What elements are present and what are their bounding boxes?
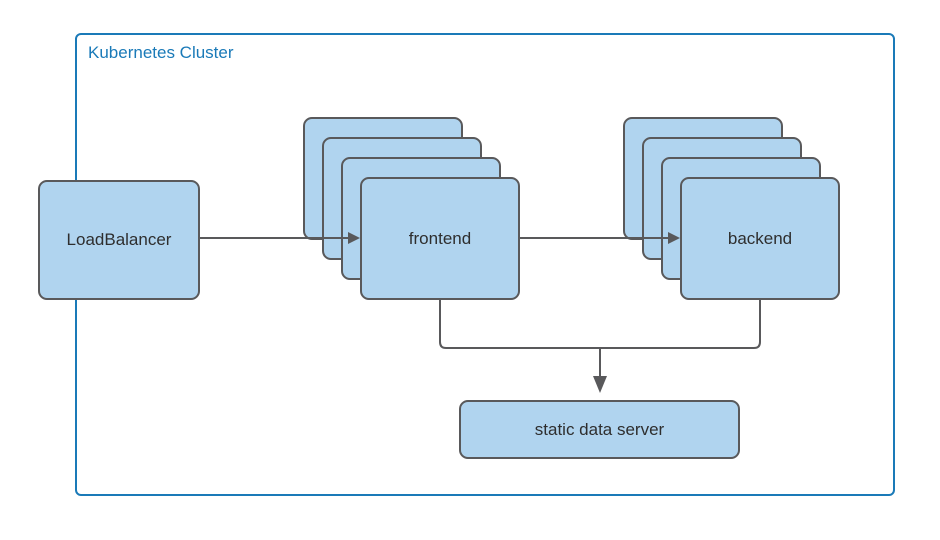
node-frontend[interactable]: frontend — [360, 177, 520, 300]
node-static-data-server-label: static data server — [534, 419, 665, 439]
node-frontend-label: frontend — [408, 228, 472, 248]
node-backend-label: backend — [727, 228, 793, 248]
node-loadbalancer[interactable]: LoadBalancer — [38, 180, 200, 300]
node-loadbalancer-label: LoadBalancer — [66, 230, 172, 249]
cluster-label: Kubernetes Cluster — [88, 43, 234, 62]
node-backend[interactable]: backend — [680, 177, 840, 300]
node-static-data-server[interactable]: static data server — [459, 400, 740, 459]
